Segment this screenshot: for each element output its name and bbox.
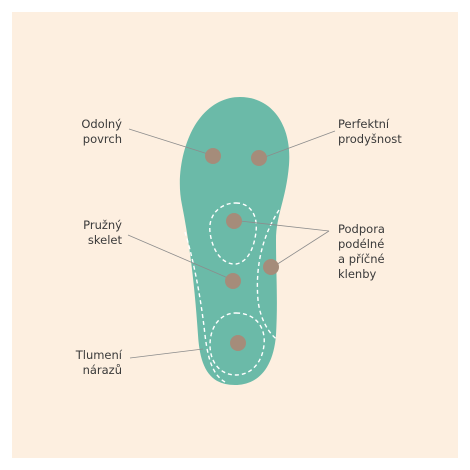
label-podpora-line-4: klenby bbox=[338, 267, 377, 281]
leader-line-podpora-lower bbox=[275, 230, 330, 266]
leader-line-podpora-upper bbox=[239, 220, 330, 232]
label-odolny-povrch-line-1: Odolný bbox=[81, 117, 122, 131]
point-podpora-lower bbox=[263, 259, 279, 275]
label-tlumeni-narazu-line-2: nárazů bbox=[82, 363, 122, 377]
label-tlumeni-narazu: Tlumení nárazů bbox=[60, 348, 122, 378]
label-perfektni-prodysnost: Perfektní prodyšnost bbox=[338, 117, 428, 147]
heel-dashed-loop bbox=[209, 312, 265, 376]
label-pruzny-skelet: Pružný skelet bbox=[70, 218, 122, 248]
label-pruzny-skelet-line-2: skelet bbox=[87, 233, 122, 247]
insole-shape bbox=[179, 97, 290, 385]
arch-support-right-dashed-line bbox=[256, 209, 280, 341]
label-podpora-line-2: podélné bbox=[338, 237, 385, 251]
point-tlumeni-narazu bbox=[230, 335, 246, 351]
label-perfektni-prodysnost-line-1: Perfektní bbox=[338, 117, 390, 131]
point-podpora-upper bbox=[226, 213, 242, 229]
label-podpora-line-3: a příčné bbox=[338, 252, 385, 266]
leader-line-perfektni-prodysnost bbox=[264, 130, 336, 158]
midfoot-dashed-loop bbox=[209, 202, 257, 265]
label-odolny-povrch: Odolný povrch bbox=[70, 117, 122, 147]
label-tlumeni-narazu-line-1: Tlumení bbox=[75, 348, 122, 362]
label-perfektni-prodysnost-line-2: prodyšnost bbox=[338, 132, 402, 146]
point-pruzny-skelet bbox=[225, 273, 241, 289]
point-odolny-povrch bbox=[205, 148, 221, 164]
point-perfektni-prodysnost bbox=[251, 150, 267, 166]
label-podpora-line-1: Podpora bbox=[338, 222, 385, 236]
leader-line-tlumeni-narazu bbox=[129, 348, 204, 359]
leader-line-odolny-povrch bbox=[128, 128, 209, 155]
label-podpora: Podpora podélné a příčné klenby bbox=[338, 222, 428, 282]
leader-line-pruzny-skelet bbox=[127, 234, 229, 279]
arch-support-left-dashed-line bbox=[184, 231, 226, 383]
label-pruzny-skelet-line-1: Pružný bbox=[83, 218, 122, 232]
label-odolny-povrch-line-2: povrch bbox=[82, 132, 122, 146]
